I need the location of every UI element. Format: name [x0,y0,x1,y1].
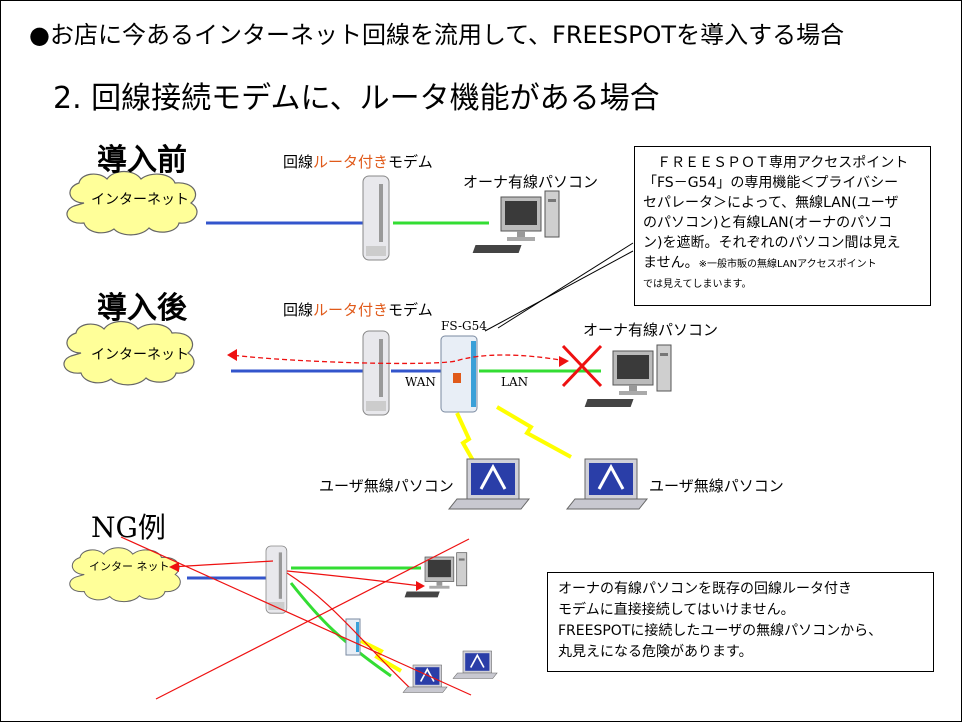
callout-top-line6: ません。※一般市販の無線LANアクセスポイント [643,253,922,275]
after-heading: 導入後 [97,291,187,326]
access-point-icon [440,335,478,413]
after-modem-label: 回線ルータ付きモデム [283,299,433,320]
callout-top-line3: セパレータ＞によって、無線LAN(ユーザ [643,195,899,211]
lightning-icon [455,412,481,472]
modem-label-suffix: モデム [388,301,433,319]
desktop-pc-icon [584,344,672,408]
before-owner-pc-label: オーナ有線パソコン [463,173,599,191]
laptop-pc-icon [447,457,531,511]
callout-top-line6b: ※一般市販の無線LANアクセスポイント [698,259,877,270]
callout-top-line1: ＦＲＥＥＳＰＯＴ専用アクセスポイント [657,155,909,171]
callout-bottom-line2: モデムに直接接続してはいけません。 [558,602,795,618]
laptop-pc-icon [452,650,498,680]
access-point-name: FS-G54 [441,319,487,333]
page-title: ●お店に今あるインターネット回線を流用して、FREESPOTを導入する場合 [29,21,845,49]
before-heading: 導入前 [97,143,187,178]
modem-label-highlight: ルータ付き [313,153,389,171]
callout-bottom-line4: 丸見えになる危険があります。 [558,644,753,660]
before-internet-label: インターネット [91,192,189,208]
modem-label-highlight: ルータ付き [313,301,389,319]
cross-mark-icon [120,536,472,700]
lan-label: LAN [501,375,529,389]
desktop-pc-icon [404,552,468,598]
ng-heading: NG例 [91,511,166,544]
wan-label: WAN [405,375,436,389]
callout-bottom: オーナの有線パソコンを既存の回線ルータ付き モデムに直接接続してはいけません。 … [547,572,934,672]
callout-top: ＦＲＥＥＳＰＯＴ専用アクセスポイント 「FS－G54」の専用機能＜プライバシー … [634,146,931,306]
callout-top-line4: のパソコン)と有線LAN(オーナのパソコ [643,215,893,231]
laptop-pc-icon [565,457,649,511]
after-owner-pc-label: オーナ有線パソコン [583,321,719,339]
callout-top-line7: では見えてしまいます。 [643,279,752,290]
section-subtitle: 2. 回線接続モデムに、ルータ機能がある場合 [53,81,660,116]
callout-top-line5: ン)を遮断。それぞれのパソコン間は見え [643,235,901,251]
modem-label-prefix: 回線 [283,153,314,171]
lightning-icon [495,405,572,459]
user-pc-right-label: ユーザ無線パソコン [649,477,784,495]
modem-icon [362,330,390,416]
modem-icon [362,175,390,261]
modem-label-prefix: 回線 [283,301,314,319]
lightning-icon [360,639,403,673]
modem-icon [265,545,288,614]
callout-top-line6a: ません。 [643,255,699,271]
callout-bottom-line1: オーナの有線パソコンを既存の回線ルータ付き [558,581,852,597]
before-modem-label: 回線ルータ付きモデム [283,151,433,172]
cross-mark-icon [561,344,603,388]
ng-internet-label: インター ネット [89,560,170,573]
callout-bottom-line3: FREESPOTに接続したユーザの無線パソコンから、 [558,623,883,639]
after-internet-label: インターネット [91,347,189,363]
callout-top-line2: 「FS－G54」の専用機能＜プライバシー [643,175,899,191]
user-pc-left-label: ユーザ無線パソコン [319,477,454,495]
laptop-pc-icon [402,664,448,694]
modem-label-suffix: モデム [388,153,433,171]
